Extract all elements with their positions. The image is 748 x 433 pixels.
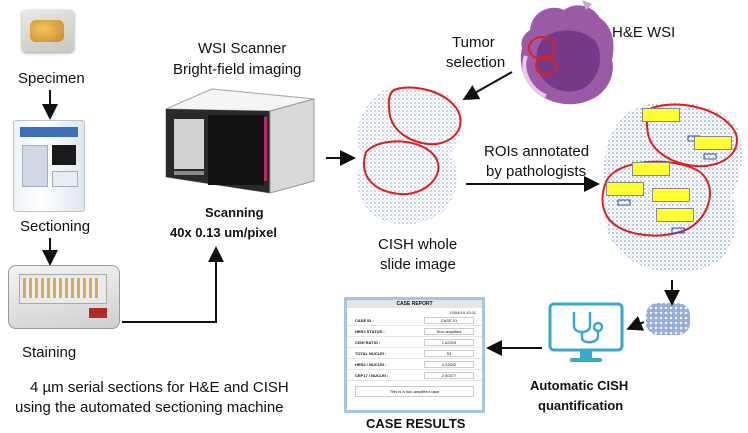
case-report-key: CISH RATIO : <box>355 339 381 345</box>
cish-whole-slide-image <box>350 82 468 232</box>
cish-label-line1: CISH whole <box>378 236 458 253</box>
roi-annotation-tag <box>632 162 670 176</box>
staining-machine-image <box>8 265 120 329</box>
case-report-value: 4.22642 <box>424 360 474 368</box>
rois-annotated-label-line2: by pathologists <box>486 163 587 180</box>
case-report-footer: This is a non-amplified case <box>355 386 474 397</box>
auto-quantification-label-line2: quantification <box>538 398 624 413</box>
auto-quantification-label-line1: Automatic CISH <box>530 378 629 393</box>
roi-crop-image <box>646 303 690 335</box>
roi-annotation-tag <box>606 182 644 196</box>
case-report-key: TOTAL NUCLEI : <box>355 350 387 356</box>
case-report-value: 2.60377 <box>424 371 474 379</box>
monitor-stethoscope-icon <box>546 300 626 366</box>
case-report-value: 1.62319 <box>424 338 474 346</box>
scanning-label-line2: 40x 0.13 um/pixel <box>170 225 277 240</box>
specimen-image <box>22 10 74 52</box>
staining-label: Staining <box>22 344 77 361</box>
wsi-scanner-image <box>160 85 320 197</box>
tumor-selection-label-line2: selection <box>446 54 506 71</box>
case-report-rows: CASE ID : CASE 01 HER2 STATUS : Non-amplifi… <box>347 315 482 381</box>
arrow-staining-to-scanner <box>122 246 224 323</box>
case-report-row: TOTAL NUCLEI : 53 <box>347 348 482 359</box>
arrow-tumor-selection <box>462 71 513 100</box>
case-report-key: HER2 / NUCLEI : <box>355 361 387 367</box>
case-report-row: HER2 / NUCLEI : 4.22642 <box>347 359 482 370</box>
case-results-label: CASE RESULTS <box>366 416 466 431</box>
case-report-title: CASE REPORT <box>347 300 482 308</box>
case-report-value: CASE 01 <box>424 316 474 324</box>
scanner-title-line2: Bright-field imaging <box>173 61 302 78</box>
he-wsi-image <box>512 0 632 110</box>
case-report-row: CASE ID : CASE 01 <box>347 315 482 326</box>
specimen-label: Specimen <box>18 70 85 87</box>
case-report-value: Non-amplified <box>424 327 474 335</box>
roi-annotation-tag <box>652 188 690 202</box>
case-report-key: CEP17 / NUCLEI : <box>355 372 389 378</box>
case-report-row: CEP17 / NUCLEI : 2.60377 <box>347 370 482 381</box>
roi-annotation-tag <box>656 208 694 222</box>
case-report-row: HER2 STATUS : Non-amplified <box>347 326 482 337</box>
sectioning-machine-image <box>13 120 85 212</box>
cish-label-line2: slide image <box>380 256 456 273</box>
roi-annotation-tag <box>642 108 680 122</box>
roi-annotated-slide-image <box>596 96 746 276</box>
case-report-row: CISH RATIO : 1.62319 <box>347 337 482 348</box>
arrow-crop-to-quantification <box>626 315 645 331</box>
sections-description-line1: 4 µm serial sections for H&E and CISH <box>30 379 289 396</box>
case-report-panel: CASE REPORT 10/04/19-10:11 CASE ID :CASE… <box>344 297 485 413</box>
rois-annotated-label-line1: ROIs annotated <box>484 143 590 160</box>
case-report-timestamp: 10/04/19-10:11 <box>449 310 476 315</box>
he-wsi-label: H&E WSI <box>612 24 676 41</box>
scanning-label-line1: Scanning <box>205 205 264 220</box>
case-report-value: 53 <box>424 349 474 357</box>
case-report-key: HER2 STATUS : <box>355 328 385 334</box>
roi-annotation-tag <box>694 136 732 150</box>
scanner-title-line1: WSI Scanner <box>198 40 287 57</box>
case-report-key: CASE ID : <box>355 317 374 323</box>
tumor-selection-label-line1: Tumor <box>452 34 495 51</box>
sectioning-label: Sectioning <box>20 218 91 235</box>
sections-description-line2: using the automated sectioning machine <box>15 399 284 416</box>
